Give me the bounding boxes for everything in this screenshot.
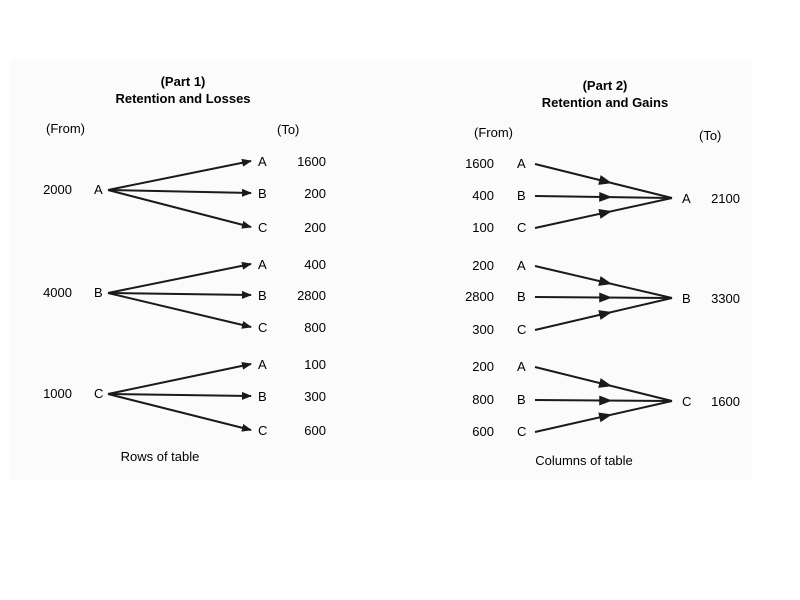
flow-arrow (107, 188, 252, 197)
part2-subheading: Retention and Gains (542, 95, 668, 110)
part1-subheading: Retention and Losses (115, 91, 250, 106)
source-value: 1600 (465, 156, 494, 171)
part1-from-label: (From) (46, 121, 85, 136)
part2-to-label: (To) (699, 128, 721, 143)
source-value: 300 (472, 322, 494, 337)
target-letter: B (682, 291, 691, 306)
flow-arrowhead (598, 412, 613, 423)
part1-heading: (Part 1) (161, 74, 206, 89)
target-letter: A (258, 357, 267, 372)
flow-arrowhead (599, 395, 613, 406)
source-letter: A (517, 359, 526, 374)
target-value: 2800 (297, 288, 326, 303)
source-value: 2000 (43, 182, 72, 197)
source-letter: C (94, 386, 103, 401)
part2-group: 200 A 800 B 600 C C 1600 (472, 359, 740, 439)
part1-caption: Rows of table (121, 449, 200, 464)
source-letter: A (94, 182, 103, 197)
source-letter: A (517, 156, 526, 171)
source-value: 400 (472, 188, 494, 203)
flow-arrowhead (598, 276, 613, 286)
target-value: 400 (304, 257, 326, 272)
target-value: 800 (304, 320, 326, 335)
source-letter: C (517, 322, 526, 337)
flow-arrowhead (598, 310, 613, 320)
part1-header: (Part 1) Retention and Losses (From) (To… (46, 74, 299, 137)
source-value: 4000 (43, 285, 72, 300)
source-letter: B (517, 392, 526, 407)
target-value: 3300 (711, 291, 740, 306)
part2-caption: Columns of table (535, 453, 633, 468)
part2-heading: (Part 2) (583, 78, 628, 93)
source-value: 1000 (43, 386, 72, 401)
target-letter: B (258, 288, 267, 303)
target-letter: C (258, 220, 267, 235)
flow-arrow (107, 261, 252, 294)
part2-header: (Part 2) Retention and Gains (From) (To) (474, 78, 721, 143)
flow-arrow (107, 189, 252, 229)
target-letter: C (682, 394, 691, 409)
target-value: 200 (304, 220, 326, 235)
part2-group: 200 A 2800 B 300 C B 3300 (465, 258, 740, 337)
target-letter: B (258, 389, 267, 404)
source-letter: B (94, 285, 103, 300)
target-value: 600 (304, 423, 326, 438)
flow-arrowhead (598, 209, 613, 219)
target-letter: A (258, 154, 267, 169)
source-value: 200 (472, 359, 494, 374)
source-letter: B (517, 289, 526, 304)
target-letter: A (258, 257, 267, 272)
source-value: 800 (472, 392, 494, 407)
part1-to-label: (To) (277, 122, 299, 137)
flow-arrow (107, 391, 252, 400)
source-value: 600 (472, 424, 494, 439)
target-letter: C (258, 320, 267, 335)
source-value: 2800 (465, 289, 494, 304)
target-value: 1600 (711, 394, 740, 409)
flow-arrow (107, 361, 252, 395)
target-value: 1600 (297, 154, 326, 169)
target-value: 300 (304, 389, 326, 404)
flow-arrow (107, 290, 252, 299)
flow-arrow (107, 393, 252, 432)
flow-arrowhead (599, 292, 613, 303)
flow-arrow (107, 292, 252, 329)
source-letter: C (517, 424, 526, 439)
target-value: 200 (304, 186, 326, 201)
source-value: 200 (472, 258, 494, 273)
target-value: 2100 (711, 191, 740, 206)
flow-arrow (107, 158, 252, 191)
flow-arrowhead (598, 175, 613, 185)
target-letter: C (258, 423, 267, 438)
source-letter: C (517, 220, 526, 235)
source-value: 100 (472, 220, 494, 235)
flow-arrowhead (598, 378, 613, 388)
target-letter: B (258, 186, 267, 201)
flow-arrowhead (599, 191, 613, 202)
target-value: 100 (304, 357, 326, 372)
part2-from-label: (From) (474, 125, 513, 140)
source-letter: B (517, 188, 526, 203)
source-letter: A (517, 258, 526, 273)
target-letter: A (682, 191, 691, 206)
